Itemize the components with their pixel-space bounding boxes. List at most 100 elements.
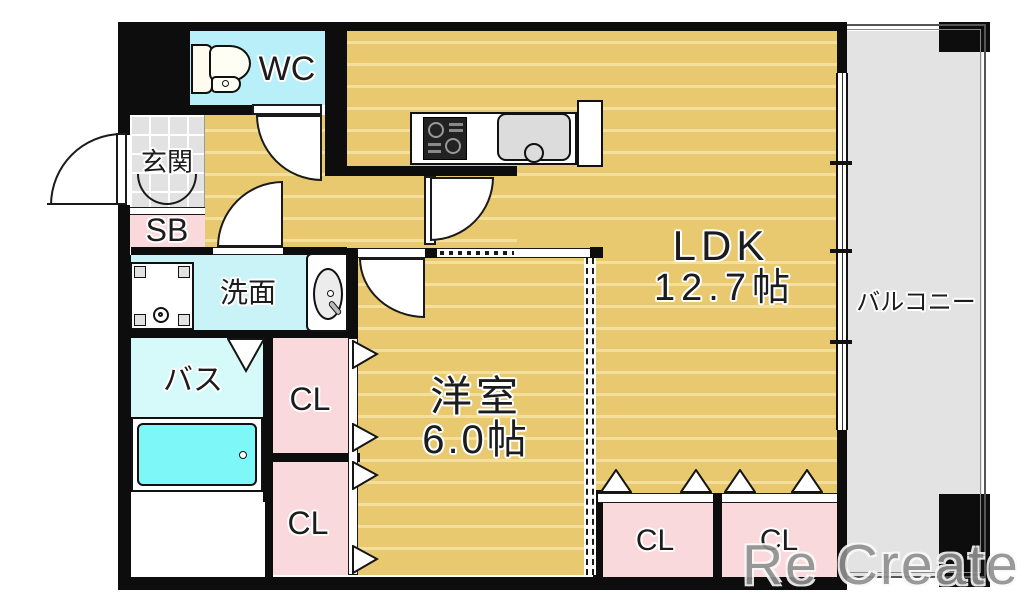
wall-bath-closet-divider <box>263 332 273 590</box>
closet-bottom-left-floor <box>598 503 713 577</box>
bath-label: バス <box>163 364 223 397</box>
closet-bottom-right-door-strip <box>722 493 837 503</box>
wall-corner-post <box>590 247 603 258</box>
wc-label: WC <box>258 50 316 88</box>
wall-block-bottom-right <box>939 494 990 587</box>
wall-block-top-right <box>939 22 990 52</box>
balcony-railing-outer <box>847 24 986 578</box>
wall-block-top-left <box>118 22 190 115</box>
closet-bottom-left-label: CL <box>635 524 675 557</box>
stove-grill-bar-1 <box>449 123 463 126</box>
washroom-label: 洗面 <box>219 277 277 308</box>
wall-western-room-right-lower <box>593 490 603 590</box>
bathtub-drain <box>239 451 247 459</box>
window-tick-3 <box>830 340 852 344</box>
washer-pan-corner-tl <box>134 266 146 278</box>
wall-left-upper <box>118 22 130 135</box>
ldk-floor-mid <box>517 166 837 248</box>
dashed-line-right <box>592 258 594 575</box>
ldk-label: LDK <box>672 222 770 269</box>
pipe-space <box>190 502 265 577</box>
closet-upper-left-label: CL <box>289 381 331 417</box>
wall-closet-left-mid <box>273 453 360 462</box>
kitchen-sink <box>497 113 571 163</box>
wall-bottom <box>118 577 847 590</box>
sliding-door-panel <box>517 248 590 258</box>
closet-bottom-right-floor <box>722 503 837 577</box>
balcony-floor <box>847 31 982 578</box>
bathtub <box>137 423 257 486</box>
wall-washroom-bottom <box>118 330 347 338</box>
stove-burner-1 <box>428 122 444 138</box>
stove-grill-bar-2 <box>449 129 463 132</box>
washer-drain <box>153 307 169 323</box>
window-tick-2 <box>830 249 852 253</box>
toilet-bowl <box>209 45 251 82</box>
western-room-entry-opening <box>358 248 425 258</box>
stove-grill-bar-4 <box>428 150 441 153</box>
shoe-box-label: SB <box>145 212 189 248</box>
shoe-box-floor <box>130 215 205 247</box>
wall-balcony-bottom <box>837 430 847 590</box>
entrance-floor <box>130 115 205 207</box>
folding-door-triangle <box>724 469 756 493</box>
wc-door-leaf <box>252 104 322 115</box>
folding-door-triangle <box>791 469 823 493</box>
western-room-door-arc <box>359 258 425 318</box>
sliding-door-dots <box>440 251 514 255</box>
kitchen-counter-end-panel <box>577 100 603 167</box>
closet-left-door-strip <box>348 338 358 575</box>
entrance-door-arc <box>50 133 122 205</box>
bathtub-surround <box>131 417 263 492</box>
ldk-size-label: 12.7帖 <box>654 267 796 309</box>
wall-door-post <box>425 248 437 258</box>
entrance-door-baseline <box>47 203 119 205</box>
wall-closet-bottom-mid <box>713 493 722 577</box>
washer-drain-inner <box>158 312 163 317</box>
folding-door-triangle <box>600 469 632 493</box>
washer-pan-corner-br <box>178 314 190 326</box>
wall-balcony-top <box>837 22 847 73</box>
closet-lower-left-floor <box>273 462 348 575</box>
balcony-label: バルコニー <box>856 289 976 316</box>
western-room-label: 洋室 <box>429 373 523 420</box>
entrance-threshold <box>130 207 205 215</box>
washer-pan-corner-tr <box>178 266 190 278</box>
wall-wc-right <box>325 22 347 176</box>
bath-door-triangle <box>227 338 265 373</box>
folding-door-triangle <box>352 423 379 452</box>
folding-door-triangle <box>680 469 712 493</box>
closet-bottom-left-door-strip <box>598 493 713 503</box>
folding-door-triangle <box>352 545 379 574</box>
wall-under-wc <box>190 105 252 115</box>
wall-top <box>118 22 847 31</box>
ldk-floor-right <box>596 248 837 493</box>
folding-door-triangle <box>352 340 379 369</box>
sink-drain <box>524 143 544 163</box>
sliding-door-dotted <box>437 248 517 258</box>
window-tick-1 <box>830 161 852 165</box>
wash-basin-unit <box>306 253 348 332</box>
sliding-partition-dashed <box>584 258 596 575</box>
wall-kitchen <box>327 166 517 176</box>
washer-pan <box>130 262 194 330</box>
stove-grill-bar-3 <box>428 143 441 146</box>
washroom-door-opening <box>213 247 283 255</box>
closet-lower-left-label: CL <box>287 505 329 541</box>
wall-left-mid <box>118 205 130 255</box>
closet-bottom-right-label: CL <box>759 524 799 557</box>
closet-upper-left-floor <box>273 338 348 453</box>
folding-door-triangle <box>352 461 379 490</box>
wc-door-arc <box>256 115 322 181</box>
wall-left-lower <box>118 255 131 590</box>
entrance-label: 玄関 <box>140 147 194 177</box>
toilet-drain-dot <box>222 80 229 87</box>
entrance-hallway-divider <box>204 115 205 207</box>
dashed-line-left <box>586 258 588 575</box>
watermark: Re Create <box>742 533 1020 597</box>
stove-burner-2 <box>445 138 461 154</box>
stove <box>423 117 467 160</box>
entrance-door-leaf <box>116 133 127 205</box>
washer-pan-corner-bl <box>134 314 146 326</box>
wall-western-room-left <box>347 248 358 338</box>
